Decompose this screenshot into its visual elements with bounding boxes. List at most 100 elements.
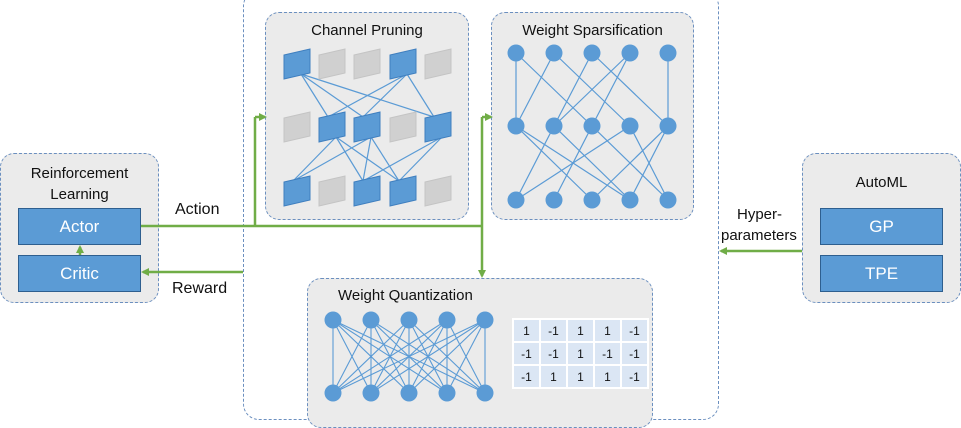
sparse-node xyxy=(621,117,639,135)
sparse-node xyxy=(545,191,563,209)
sparse-node xyxy=(659,191,677,209)
feature-map-active xyxy=(318,111,346,143)
feature-map-pruned xyxy=(424,175,452,207)
pruning-connection xyxy=(300,73,364,118)
feature-map-pruned xyxy=(389,111,417,143)
quant-node xyxy=(476,384,494,402)
quant-connection xyxy=(370,319,486,394)
sparse-connection xyxy=(553,125,631,201)
actor-box: Actor xyxy=(18,208,141,245)
sparse-node xyxy=(659,117,677,135)
sparse-node xyxy=(583,44,601,62)
quant-connection xyxy=(408,319,486,394)
rl-title-line2: Learning xyxy=(50,186,109,203)
channel-pruning-title: Channel Pruning xyxy=(311,22,423,39)
matrix-cell: 1 xyxy=(566,341,595,366)
matrix-cell: 1 xyxy=(593,318,622,343)
feature-map-active xyxy=(283,175,311,207)
matrix-cell: -1 xyxy=(512,341,541,366)
feature-map-pruned xyxy=(283,111,311,143)
matrix-cell: -1 xyxy=(512,364,541,389)
sparse-connection xyxy=(515,125,555,201)
matrix-cell: -1 xyxy=(539,341,568,366)
rl-title-line1: Reinforcement xyxy=(30,165,129,182)
sparse-connection xyxy=(515,125,631,201)
feature-map-pruned xyxy=(424,48,452,80)
sparse-connection xyxy=(591,125,669,201)
quant-connection xyxy=(332,319,448,394)
sparse-connection xyxy=(591,52,631,127)
sparse-node xyxy=(621,44,639,62)
sparse-node xyxy=(583,117,601,135)
matrix-cell: 1 xyxy=(566,364,595,389)
diagram-canvas xyxy=(76,44,802,402)
matrix-cell: -1 xyxy=(620,341,649,366)
matrix-cell: 1 xyxy=(539,364,568,389)
quant-connection xyxy=(446,319,486,394)
feature-map-pruned xyxy=(318,175,346,207)
sparse-connection xyxy=(629,125,669,201)
critic-box: Critic xyxy=(18,255,141,292)
quant-node xyxy=(476,311,494,329)
feature-map-active xyxy=(424,111,452,143)
tpe-box: TPE xyxy=(820,255,943,292)
sparse-node xyxy=(507,191,525,209)
feature-map-pruned xyxy=(318,48,346,80)
quant-node xyxy=(400,311,418,329)
quant-node xyxy=(400,384,418,402)
pruning-connection xyxy=(362,136,443,182)
sparse-node xyxy=(583,191,601,209)
pruning-connection xyxy=(292,136,337,182)
pruning-connection xyxy=(335,136,364,182)
reward-label: Reward xyxy=(172,280,228,297)
pruning-connection xyxy=(398,136,443,182)
sparse-connection xyxy=(553,52,631,127)
quant-node xyxy=(362,384,380,402)
matrix-cell: -1 xyxy=(620,318,649,343)
pruning-connection xyxy=(300,73,329,118)
gp-box: GP xyxy=(820,208,943,245)
sparse-connection xyxy=(591,52,669,127)
sparse-connection xyxy=(553,52,593,127)
hyperparameters-label-line2: parameters xyxy=(721,227,797,244)
quant-node xyxy=(438,311,456,329)
quant-node xyxy=(362,311,380,329)
hyperparameters-label-line1: Hyper- xyxy=(737,206,783,223)
sparse-node xyxy=(545,44,563,62)
feature-map-active xyxy=(353,111,381,143)
pruning-connection xyxy=(300,73,435,118)
quant-node xyxy=(438,384,456,402)
quant-node xyxy=(324,311,342,329)
pruning-connection xyxy=(292,136,372,182)
quant-connection xyxy=(332,319,410,394)
pruning-connection xyxy=(406,73,435,118)
matrix-cell: 1 xyxy=(566,318,595,343)
quant-connection xyxy=(332,319,372,394)
sparse-node xyxy=(507,117,525,135)
feature-map-pruned xyxy=(353,48,381,80)
matrix-cell: -1 xyxy=(620,364,649,389)
matrix-cell: 1 xyxy=(512,318,541,343)
sparse-node xyxy=(659,44,677,62)
pruning-connection xyxy=(362,73,408,118)
feature-map-active xyxy=(389,175,417,207)
sparse-connection xyxy=(515,52,555,127)
feature-map-active xyxy=(389,48,417,80)
sparse-connection xyxy=(515,52,593,127)
feature-map-active xyxy=(353,175,381,207)
sparse-node xyxy=(621,191,639,209)
sparse-connection xyxy=(515,125,593,201)
weight-sparsification-title: Weight Sparsification xyxy=(522,22,663,39)
matrix-cell: -1 xyxy=(593,341,622,366)
matrix-cell: -1 xyxy=(539,318,568,343)
sparse-node xyxy=(507,44,525,62)
weight-quantization-title: Weight Quantization xyxy=(338,287,473,304)
sparse-node xyxy=(545,117,563,135)
matrix-cell: 1 xyxy=(593,364,622,389)
quant-connection xyxy=(332,319,486,394)
feature-map-active xyxy=(283,48,311,80)
